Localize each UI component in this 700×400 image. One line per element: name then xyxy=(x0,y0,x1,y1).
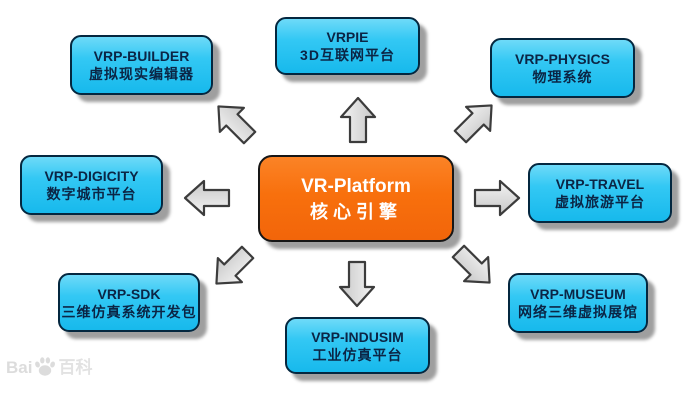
node-subtitle: 数字城市平台 xyxy=(46,186,137,202)
node-title: VRP-PHYSICS xyxy=(515,51,610,67)
node-title: VRP-BUILDER xyxy=(93,48,190,64)
arrow-up-icon xyxy=(339,96,377,144)
node-subtitle: 网络三维虚拟展馆 xyxy=(518,304,638,320)
node-title: VRP-DIGICITY xyxy=(44,168,139,184)
node-title: VRP-MUSEUM xyxy=(530,286,626,302)
node-vrp-travel: VRP-TRAVEL 虚拟旅游平台 xyxy=(528,163,672,223)
watermark-suffix: 百科 xyxy=(58,357,93,377)
node-title: VRPIE xyxy=(326,29,369,45)
baidu-baike-watermark: Bai 百科 xyxy=(6,356,92,378)
arrow-up-right-icon xyxy=(453,104,493,144)
node-vrp-builder: VRP-BUILDER 虚拟现实编辑器 xyxy=(70,35,213,95)
arrow-down-icon xyxy=(338,260,376,308)
node-subtitle: 物理系统 xyxy=(532,69,593,85)
center-title: VR-Platform xyxy=(301,175,411,197)
node-vrp-digicity: VRP-DIGICITY 数字城市平台 xyxy=(20,155,163,215)
arrow-left-icon xyxy=(183,179,231,217)
watermark-prefix: Bai xyxy=(6,357,33,377)
arrow-right-icon xyxy=(473,179,521,217)
node-vr-platform-core: VR-Platform 核心引擎 xyxy=(258,155,454,242)
node-subtitle: 工业仿真平台 xyxy=(312,346,403,363)
node-vrp-indusim: VRP-INDUSIM 工业仿真平台 xyxy=(285,317,430,374)
arrow-up-left-icon xyxy=(217,105,257,145)
node-vrp-sdk: VRP-SDK 三维仿真系统开发包 xyxy=(58,273,200,332)
center-subtitle: 核心引擎 xyxy=(310,201,402,222)
node-title: VRP-SDK xyxy=(97,285,161,302)
arrow-down-left-icon xyxy=(215,245,255,285)
node-subtitle: 虚拟现实编辑器 xyxy=(89,66,194,82)
node-title: VRP-INDUSIM xyxy=(311,328,404,345)
node-vrp-museum: VRP-MUSEUM 网络三维虚拟展馆 xyxy=(508,273,648,333)
arrow-down-right-icon xyxy=(451,244,491,284)
node-vrpie: VRPIE 3D互联网平台 xyxy=(275,17,420,75)
node-title: VRP-TRAVEL xyxy=(555,176,645,192)
node-subtitle: 3D互联网平台 xyxy=(300,47,395,63)
paw-icon xyxy=(35,357,56,376)
node-vrp-physics: VRP-PHYSICS 物理系统 xyxy=(490,38,635,98)
node-subtitle: 三维仿真系统开发包 xyxy=(61,303,197,320)
node-subtitle: 虚拟旅游平台 xyxy=(555,194,645,210)
